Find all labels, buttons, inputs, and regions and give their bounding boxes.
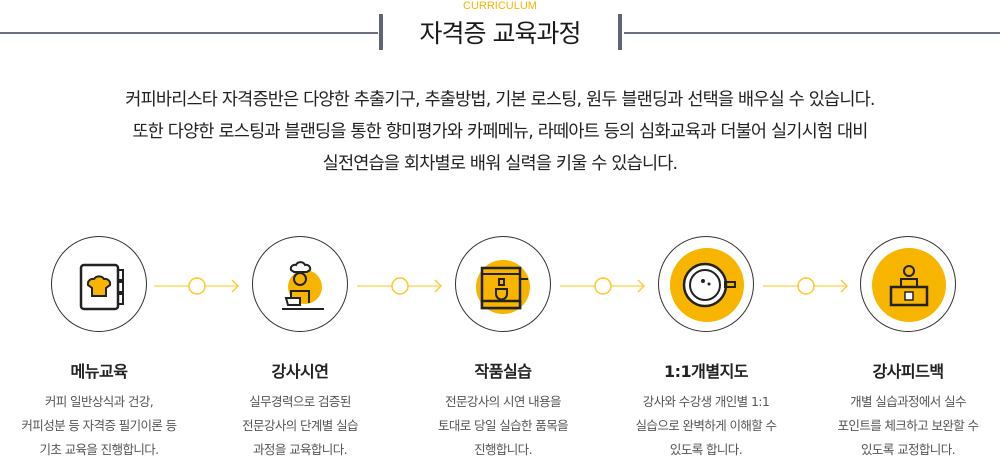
step-connector (560, 277, 645, 295)
desc-line: 전문강사의 단계별 실습 (242, 418, 358, 433)
espresso-machine-icon (476, 260, 530, 314)
header-bar-right (618, 14, 622, 50)
step-icon-circle (658, 236, 754, 332)
latte-cup-icon (670, 248, 744, 322)
intro-line: 실전연습을 회차별로 배워 실력을 키울 수 있습니다. (322, 154, 678, 174)
intro-line: 또한 다양한 로스팅과 블랜딩을 통한 향미평가와 카페메뉴, 라떼아트 등의 … (132, 122, 868, 142)
desc-line: 진행합니다. (474, 442, 532, 457)
desc-line: 실무경력으로 검증된 (249, 394, 351, 409)
step-connector (763, 277, 848, 295)
desc-line: 포인트를 체크하고 보완할 수 (837, 418, 980, 433)
step-connector (154, 277, 239, 295)
desc-line: 과정을 교육합니다. (253, 442, 348, 457)
intro-text: 커피바리스타 자격증반은 다양한 추출기구, 추출방법, 기본 로스팅, 원두 … (0, 84, 1000, 180)
header-bar-left (379, 14, 383, 50)
step-title: 메뉴교육 (70, 362, 128, 381)
feedback-podium-icon (872, 248, 946, 322)
desc-line: 기초 교육을 진행합니다. (39, 442, 159, 457)
step-connector (357, 277, 442, 295)
step-title: 강사시연 (271, 362, 329, 381)
section-header: CURRICULUM 자격증 교육과정 (0, 0, 1000, 60)
page-title: 자격증 교육과정 (419, 19, 582, 48)
step-title: 강사피드백 (872, 362, 944, 381)
section-eyebrow: CURRICULUM (463, 0, 537, 12)
step-icon-circle (51, 236, 147, 332)
intro-line: 커피바리스타 자격증반은 다양한 추출기구, 추출방법, 기본 로스팅, 원두 … (125, 90, 875, 110)
desc-line: 있도록 교정합니다. (861, 442, 956, 457)
step-icon-circle (252, 236, 348, 332)
header-divider-right (624, 32, 1000, 34)
menu-book-icon (79, 263, 124, 311)
chef-instructor-icon (282, 261, 324, 310)
desc-line: 커피 일반상식과 건강, (44, 394, 154, 409)
desc-line: 있도록 합니다. (669, 442, 743, 457)
desc-line: 강사와 수강생 개인별 1:1 (642, 394, 770, 409)
desc-line: 개별 실습과정에서 실수 (850, 394, 966, 409)
step-title: 1:1개별지도 (663, 362, 749, 381)
desc-line: 토대로 당일 실습한 품목을 (437, 418, 569, 433)
step-icon-circle (860, 236, 956, 332)
desc-line: 전문강사의 시연 내용을 (445, 394, 561, 409)
header-divider-left (0, 32, 378, 34)
step-title: 작품실습 (474, 362, 532, 381)
desc-line: 커피성분 등 자격증 필기이론 등 (21, 418, 177, 433)
desc-line: 실습으로 완벽하게 이해할 수 (635, 418, 778, 433)
step-icon-circle (455, 236, 551, 332)
